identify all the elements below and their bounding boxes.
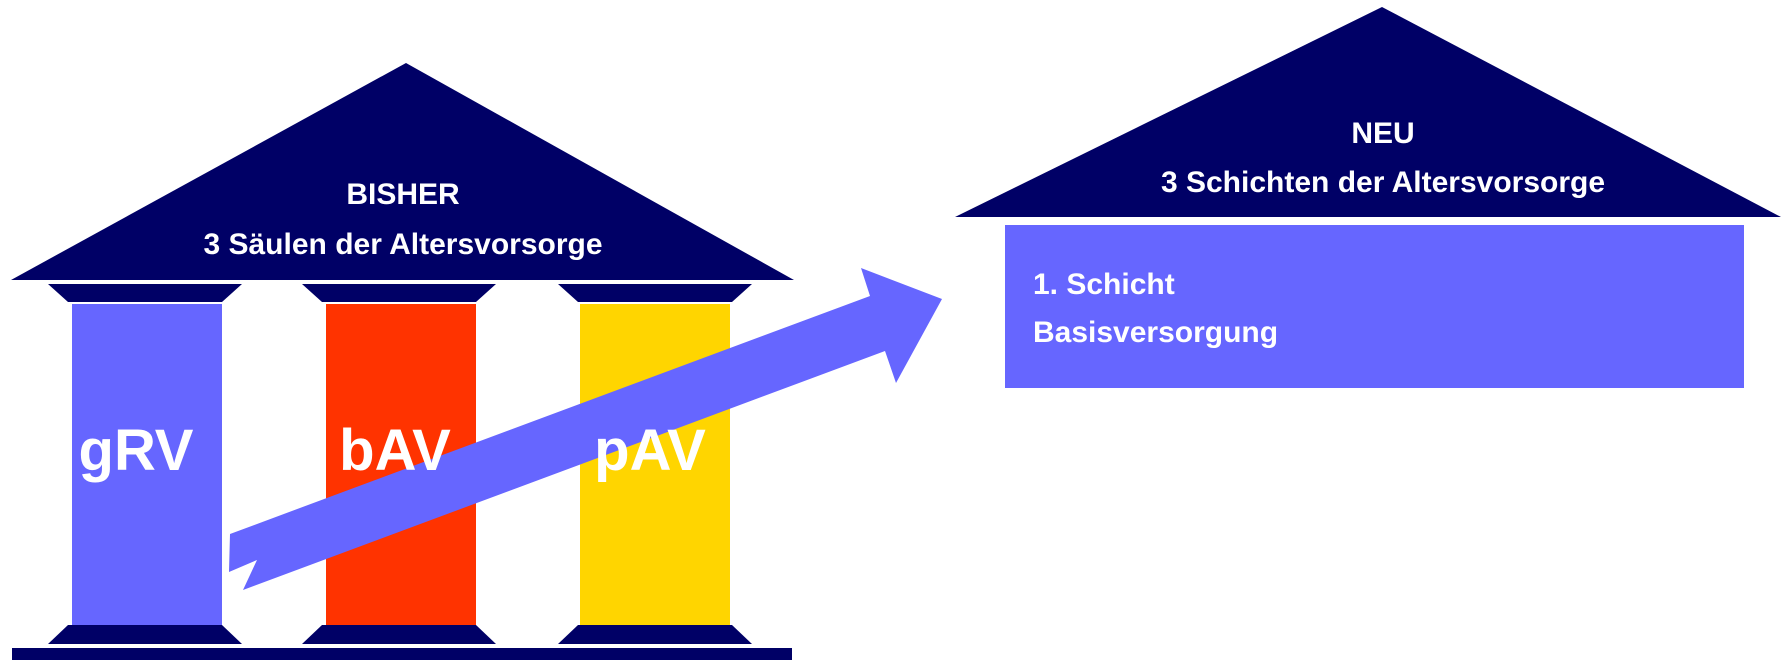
new-model-title-line1: NEU xyxy=(1351,117,1414,150)
layer-1-title: 1. Schicht xyxy=(1033,268,1175,301)
layer-1-subtitle: Basisversorgung xyxy=(1033,316,1278,349)
new-model-roof xyxy=(955,7,1781,217)
pillar-grv xyxy=(72,304,222,625)
old-model-temple: BISHER 3 Säulen der Altersvorsorge xyxy=(11,63,794,625)
base-bottom-grv xyxy=(48,625,242,644)
base-bottom-bav xyxy=(302,625,496,644)
base-bottom-pav xyxy=(558,625,752,644)
old-model-roof xyxy=(11,63,794,280)
new-model-temple: NEU 3 Schichten der Altersvorsorge 1. Sc… xyxy=(955,7,1781,388)
layer-1-box xyxy=(1005,225,1744,388)
old-model-title-line2: 3 Säulen der Altersvorsorge xyxy=(203,228,602,261)
pillar-label-pav: pAV xyxy=(594,418,706,483)
temple-plinth xyxy=(12,648,792,660)
old-model-title-line1: BISHER xyxy=(346,178,460,211)
old-model-base xyxy=(12,625,792,660)
capital-top-bav xyxy=(302,284,496,302)
new-model-title-line2: 3 Schichten der Altersvorsorge xyxy=(1161,166,1605,199)
pillar-label-grv: gRV xyxy=(79,418,194,483)
pillar-label-bav: bAV xyxy=(339,418,451,483)
capital-top-grv xyxy=(48,284,242,302)
capital-top-pav xyxy=(558,284,752,302)
transition-arrow xyxy=(229,268,942,590)
